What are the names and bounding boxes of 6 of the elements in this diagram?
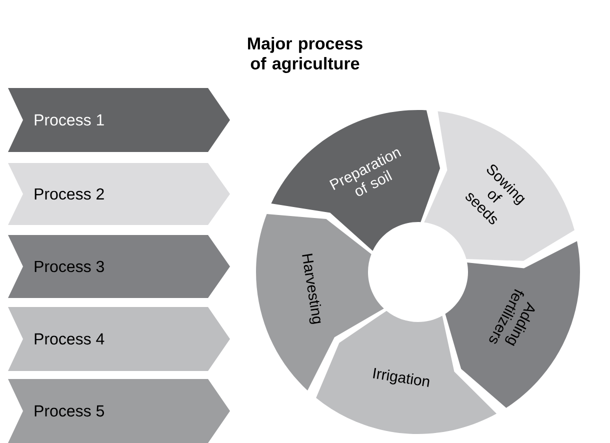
chevron-box: Process 3 (8, 235, 230, 298)
title: Major process of agriculture (248, 37, 362, 73)
chevron-box: Process 4 (8, 307, 230, 371)
chevron-box: Process 5 (8, 379, 230, 443)
chevron-box: Process 2 (8, 163, 230, 225)
chevron-box: Process 1 (8, 88, 230, 152)
